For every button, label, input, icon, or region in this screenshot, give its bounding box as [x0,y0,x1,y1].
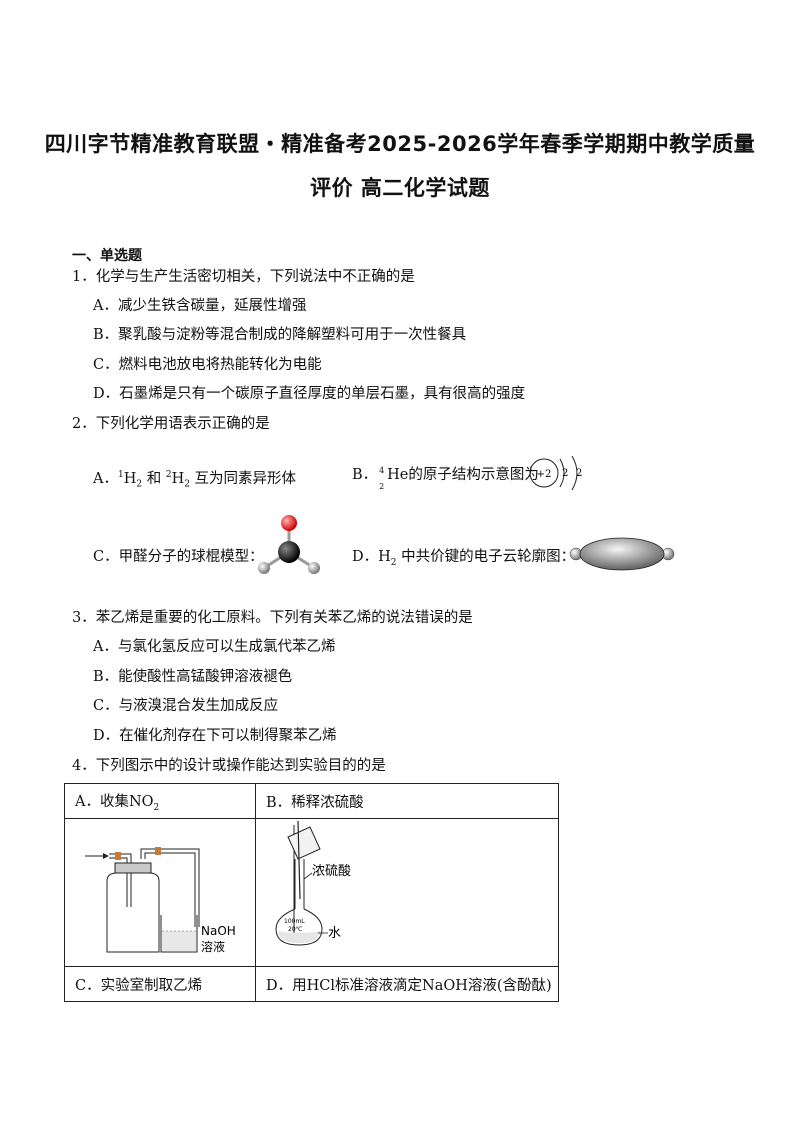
cell-d-label: D．用HCl标准溶液滴定NaOH溶液(含酚酞) [255,966,559,1002]
cell-a-label: A．收集NO2 [64,783,256,819]
section-heading: 一、单选题 [72,248,142,264]
svg-text:水: 水 [328,926,341,941]
q2-option-a: A．1H2 和 2H2 互为同素异形体 [93,470,297,490]
hydrogen-atom [258,562,270,574]
q2-option-d: D．H2 中共价键的电子云轮廓图： [352,549,576,568]
experiment-table: A．收集NO2 B．稀释浓硫酸 [64,783,559,1002]
svg-text:NaOH: NaOH [201,924,236,938]
document-title-line-1: 四川字节精准教育联盟・精准备考2025-2026学年春季学期期中教学质量 [44,132,756,156]
q1-option-d: D．石墨烯是只有一个碳原子直径厚度的单层石墨，具有很高的强度 [93,386,526,402]
q1-stem: 1．化学与生产生活密切相关，下列说法中不正确的是 [72,269,415,285]
oxygen-atom [281,515,297,531]
q3-option-b: B．能使酸性高锰酸钾溶液褪色 [93,669,293,685]
cell-c-label: C．实验室制取乙烯 [64,966,256,1002]
q2-stem: 2．下列化学用语表示正确的是 [72,416,270,432]
hydrogen-atom [308,562,320,574]
cell-a-figure: NaOH 溶液 [64,818,256,967]
q1-option-c: C．燃料电池放电将热能转化为电能 [93,357,322,373]
q1-option-a: A．减少生铁含碳量，延展性增强 [93,298,307,314]
carbon-atom [278,541,300,563]
atomic-structure-diagram: +2 2 2 [529,455,582,491]
svg-text:溶液: 溶液 [201,939,225,954]
gas-collection-apparatus: NaOH 溶液 [85,847,236,954]
q3-option-a: A．与氯化氢反应可以生成氯代苯乙烯 [93,639,336,655]
nucleus-charge: +2 [537,469,552,480]
svg-text:100mL: 100mL [284,918,305,925]
cell-b-figure: 100mL 20℃ 浓硫酸 水 [255,818,559,967]
q1-option-b: B．聚乳酸与淀粉等混合制成的降解塑料可用于一次性餐具 [93,327,467,343]
cell-b-label: B．稀释浓硫酸 [255,783,559,819]
q2-option-c: C．甲醛分子的球棍模型： [93,549,264,565]
electron-cloud-diagram [569,537,675,571]
document-title-line-2: 评价 高二化学试题 [310,176,490,200]
shell-2-electrons: 2 [576,468,582,479]
q3-stem: 3．苯乙烯是重要的化工原料。下列有关苯乙烯的说法错误的是 [72,610,473,626]
q4-stem: 4．下列图示中的设计或操作能达到实验目的的是 [72,758,386,774]
q3-option-d: D．在催化剂存在下可以制得聚苯乙烯 [93,728,337,744]
svg-text:20℃: 20℃ [288,926,303,933]
shell-1-electrons: 2 [562,468,568,479]
q3-option-c: C．与液溴混合发生加成反应 [93,698,279,714]
svg-text:浓硫酸: 浓硫酸 [312,864,351,879]
formaldehyde-ball-stick-model [258,515,320,574]
volumetric-flask-apparatus: 100mL 20℃ 浓硫酸 水 [275,820,351,946]
